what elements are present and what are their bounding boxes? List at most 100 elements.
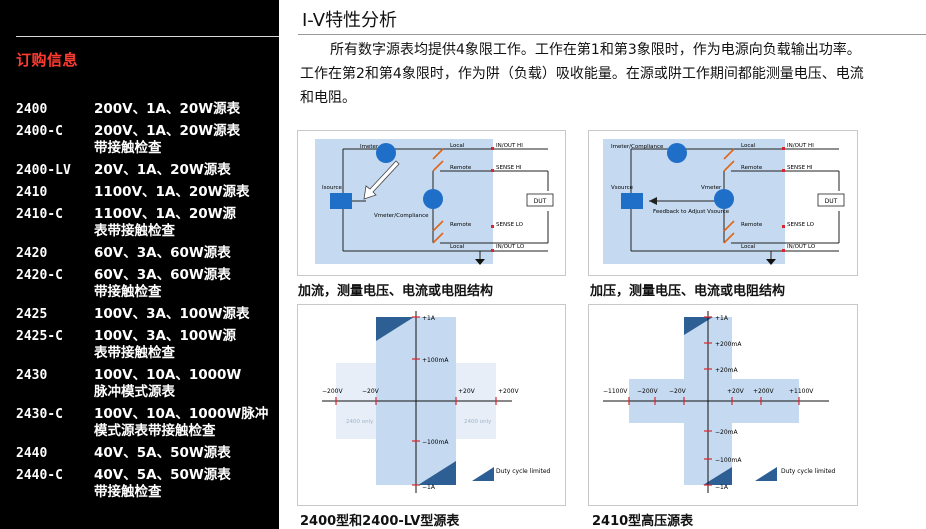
quadrant-2400-caption: 2400型和2400-LV型源表 — [300, 514, 460, 529]
sidebar-divider — [16, 36, 279, 37]
remote-bottom-label: Remote — [741, 222, 763, 228]
current-source-circuit-svg: DUT Imeter Isource Vmeter/Compliance Loc… — [315, 139, 554, 265]
order-model: 2400-LV — [16, 163, 71, 178]
order-description: 100V、10A、1000W 脉冲模式源表 — [94, 367, 242, 400]
order-description: 40V、5A、50W源表 — [94, 445, 231, 461]
order-model: 2425-C — [16, 329, 63, 344]
intro-paragraph: 所有数字源表均提供4象限工作。工作在第1和第3象限时，作为电源向负载输出功率。工… — [300, 42, 864, 106]
ground-icon — [475, 259, 485, 265]
ground-icon — [766, 259, 776, 265]
remote-top-label: Remote — [450, 165, 472, 171]
x-label-neg-20v: −20V — [362, 388, 380, 395]
imeter-icon — [667, 143, 687, 163]
local-top-label: Local — [450, 143, 465, 149]
page-title: I-V特性分析 — [302, 10, 398, 31]
sense-hi-label: SENSE HI — [787, 165, 813, 171]
x-label-pos-200v: +200V — [753, 388, 774, 395]
order-description: 100V、3A、100W源表 — [94, 306, 250, 322]
current-source-caption: 加流，测量电压、电流或电阻结构 — [298, 284, 494, 299]
feedback-label: Feedback to Adjust Vsource — [653, 209, 730, 215]
y-label-pos-200ma: +200mA — [715, 341, 742, 348]
imeter-label: Imeter/Compliance — [611, 144, 664, 150]
duty-cycle-corner-tl — [376, 317, 414, 341]
y-label-neg-1a: −1A — [422, 484, 436, 491]
order-description: 100V、3A、100W源 表带接触检查 — [94, 328, 237, 361]
x-label-neg-200v: −200V — [322, 388, 343, 395]
x-label-pos-1100v: +1100V — [789, 388, 814, 395]
inout-hi-label: IN/OUT HI — [787, 143, 814, 149]
order-model: 2410 — [16, 185, 48, 200]
order-model: 2440 — [16, 446, 48, 461]
order-model: 2430-C — [16, 407, 63, 422]
remote-top-label: Remote — [741, 165, 763, 171]
order-description: 200V、1A、20W源表 — [94, 101, 241, 117]
x-label-pos-20v: +20V — [458, 388, 476, 395]
order-description: 60V、3A、60W源表 — [94, 245, 231, 261]
vmeter-icon — [423, 189, 443, 209]
order-row: 2420-C 60V、3A、60W源表 带接触检查 — [16, 267, 276, 301]
order-row: 2400-C 200V、1A、20W源表 带接触检查 — [16, 123, 276, 157]
sense-lo-label: SENSE LO — [496, 222, 524, 228]
sense-lo-label: SENSE LO — [787, 222, 815, 228]
dut-box — [526, 193, 554, 207]
order-row: 2430 100V、10A、1000W 脉冲模式源表 — [16, 367, 276, 401]
x-label-pos-200v: +200V — [498, 388, 519, 395]
imeter-label: Imeter — [360, 144, 379, 150]
order-row: 2425-C 100V、3A、100W源 表带接触检查 — [16, 328, 276, 362]
order-row: 2420 60V、3A、60W源表 — [16, 245, 276, 262]
quadrant-diagram-2410: +1A +200mA +20mA −20mA −100mA −1A −1100V… — [588, 304, 858, 506]
y-label-pos-1a: +1A — [422, 315, 436, 322]
order-info-heading: 订购信息 — [16, 51, 79, 69]
y-label-neg-1a: −1A — [715, 484, 729, 491]
order-row: 2440 40V、5A、50W源表 — [16, 445, 276, 462]
vmeter-label: Vmeter/Compliance — [374, 213, 429, 219]
inout-hi-label: IN/OUT HI — [496, 143, 523, 149]
sense-hi-label: SENSE HI — [496, 165, 522, 171]
vmeter-icon — [714, 189, 734, 209]
local-bottom-label: Local — [450, 244, 465, 250]
x-label-neg-1100v: −1100V — [603, 388, 628, 395]
dut-box — [817, 193, 845, 207]
voltage-source-circuit-svg: DUT Imeter/Compliance Vsource Vmeter Fee… — [603, 139, 845, 265]
duty-cycle-legend-icon — [472, 467, 494, 481]
order-model: 2420 — [16, 246, 48, 261]
duty-cycle-corner-tl — [684, 317, 713, 335]
note-left-2400: 2400 only — [346, 419, 374, 425]
imeter-icon — [376, 143, 396, 163]
order-model: 2430 — [16, 368, 48, 383]
order-description: 40V、5A、50W源表 带接触检查 — [94, 467, 231, 500]
order-description: 200V、1A、20W源表 带接触检查 — [94, 123, 241, 156]
quadrant-diagram-2400: +1A +100mA −100mA −1A −200V −20V +20V +2… — [297, 304, 566, 506]
y-label-pos-100ma: +100mA — [422, 357, 449, 364]
x-label-pos-20v: +20V — [727, 388, 745, 395]
inout-lo-label: IN/OUT LO — [787, 244, 816, 250]
remote-bottom-label: Remote — [450, 222, 472, 228]
y-label-neg-100ma: −100mA — [715, 457, 742, 464]
order-description: 60V、3A、60W源表 带接触检查 — [94, 267, 231, 300]
y-label-pos-20ma: +20mA — [715, 367, 739, 374]
local-top-label: Local — [741, 143, 756, 149]
order-model: 2420-C — [16, 268, 63, 283]
duty-cycle-label: Duty cycle limited — [496, 468, 551, 475]
voltage-source-icon — [621, 193, 643, 209]
duty-cycle-label: Duty cycle limited — [781, 468, 836, 475]
duty-cycle-corner-br — [418, 461, 456, 485]
order-model: 2440-C — [16, 468, 63, 483]
y-label-neg-100ma: −100mA — [422, 439, 449, 446]
y-label-pos-1a: +1A — [715, 315, 729, 322]
dut-label: DUT — [825, 198, 838, 205]
duty-cycle-corner-br — [703, 467, 732, 485]
order-row: 2440-C 40V、5A、50W源表 带接触检查 — [16, 467, 276, 501]
duty-cycle-legend-icon — [755, 467, 777, 481]
order-model: 2410-C — [16, 207, 63, 222]
order-model: 2400-C — [16, 124, 63, 139]
flow-arrow-icon — [363, 160, 400, 200]
